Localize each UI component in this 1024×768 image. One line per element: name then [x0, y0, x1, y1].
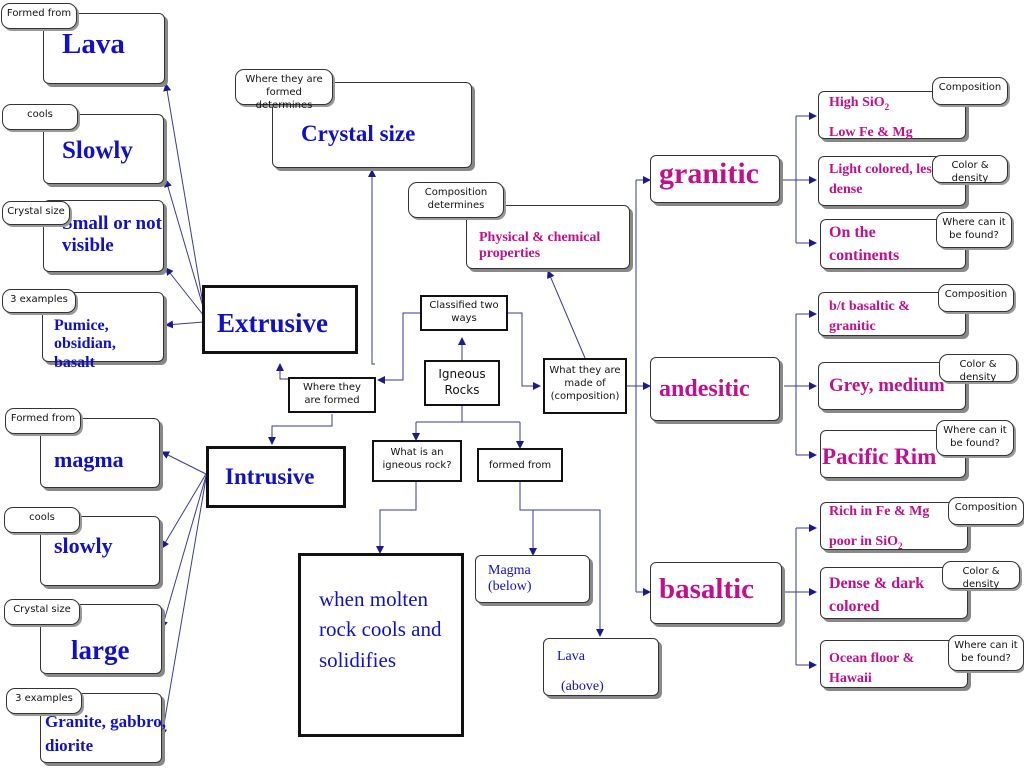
classified-two-ways-label: Classified two ways — [429, 300, 499, 324]
composition-determines-label: Composition determines — [408, 182, 504, 218]
granitic-title: granitic — [659, 157, 759, 190]
magma-below-node[interactable]: Magma (below) — [475, 555, 590, 603]
formed-from-node[interactable]: formed from — [477, 448, 563, 482]
basaltic-location-text: Ocean floor & Hawaii — [829, 651, 915, 686]
granitic-location-text: On the continents — [829, 224, 900, 265]
basaltic-location-label: Where can it be found? — [948, 635, 1024, 671]
basaltic-color-label: Color & density — [942, 561, 1020, 590]
magma-below-text: Magma (below) — [488, 563, 532, 595]
physical-chemical-text: Physical & chemical properties — [479, 230, 601, 262]
crystal-size-node[interactable]: Crystal size — [272, 82, 472, 168]
basaltic-composition-label: Composition — [948, 497, 1024, 525]
basaltic-composition-line1: Rich in Fe & Mg — [829, 504, 930, 519]
basaltic-composition-l2: poor in SiO — [829, 534, 898, 549]
lava-above-text-1: Lava — [557, 649, 585, 664]
igneous-rocks-label: Igneous Rocks — [438, 367, 486, 397]
intrusive-examples-text: Granite, gabbro, diorite — [45, 712, 167, 755]
extrusive-slowly-text: Slowly — [62, 137, 133, 164]
andesitic-color-label: Color & density — [939, 354, 1017, 383]
lava-above-node[interactable]: Lava (above) — [543, 638, 659, 696]
what-is-igneous-label: What is an igneous rock? — [382, 447, 452, 471]
lava-above-text-2: (above) — [561, 679, 604, 694]
basaltic-location-node[interactable]: Ocean floor & Hawaii — [820, 640, 968, 688]
basaltic-color-text: Dense & dark colored — [829, 575, 925, 616]
intrusive-magma-text: magma — [54, 447, 124, 472]
intrusive-cools-label: cools — [4, 507, 80, 533]
extrusive-examples-label: 3 examples — [2, 289, 76, 313]
basaltic-composition-sub: 2 — [898, 540, 903, 551]
granitic-node[interactable]: granitic — [650, 155, 780, 203]
intrusive-title: Intrusive — [225, 464, 315, 489]
extrusive-crystal-text: Small or not visible — [62, 213, 162, 256]
what-made-of-node[interactable]: What they are made of (composition) — [543, 358, 627, 414]
extrusive-crystal-size-label: Crystal size — [2, 201, 70, 225]
basaltic-composition-node[interactable]: Rich in Fe & Mg poor in SiO2 — [820, 502, 968, 551]
granitic-color-text: Light colored, less dense — [829, 162, 938, 198]
extrusive-examples-text: Pumice, obsidian, basalt — [54, 317, 116, 371]
where-formed-node[interactable]: Where they are formed — [288, 377, 376, 413]
extrusive-title: Extrusive — [217, 308, 328, 338]
andesitic-composition-label: Composition — [938, 284, 1014, 312]
basaltic-title: basaltic — [659, 573, 755, 605]
andesitic-title: andesitic — [659, 376, 750, 402]
definition-node[interactable]: when molten rock cools and solidifies — [298, 553, 464, 737]
granitic-composition-line2: Low Fe & Mg — [829, 125, 913, 140]
extrusive-cools-label: cools — [2, 104, 78, 130]
granitic-composition-label: Composition — [932, 77, 1008, 105]
basaltic-color-node[interactable]: Dense & dark colored — [820, 567, 968, 619]
igneous-rocks-node[interactable]: Igneous Rocks — [424, 360, 500, 406]
intrusive-node[interactable]: Intrusive — [206, 446, 346, 508]
intrusive-crystal-size-label: Crystal size — [4, 599, 80, 625]
basaltic-node[interactable]: basaltic — [650, 562, 782, 624]
formed-from-label: formed from — [488, 460, 552, 471]
what-made-of-label: What they are made of (composition) — [549, 365, 621, 402]
intrusive-slowly-text: slowly — [54, 533, 113, 558]
granitic-composition-line1: High SiO2 — [829, 95, 889, 112]
granitic-location-label: Where can it be found? — [936, 212, 1012, 248]
classified-two-ways-node[interactable]: Classified two ways — [420, 295, 508, 331]
intrusive-formed-from-label: Formed from — [5, 408, 81, 434]
where-formed-determines-label: Where they are formed determines — [235, 69, 333, 111]
andesitic-color-text: Grey, medium — [829, 375, 945, 396]
basaltic-composition-line2: poor in SiO2 — [829, 534, 903, 551]
granitic-composition-node[interactable]: High SiO2 Low Fe & Mg — [818, 91, 966, 140]
andesitic-node[interactable]: andesitic — [650, 357, 780, 421]
where-formed-label: Where they are formed — [303, 382, 361, 406]
andesitic-location-text: Pacific Rim — [822, 444, 937, 469]
intrusive-examples-label: 3 examples — [6, 688, 82, 714]
extrusive-lava-text: Lava — [62, 28, 125, 60]
extrusive-formed-from-label: Formed from — [1, 3, 77, 29]
andesitic-composition-text: b/t basaltic & granitic — [829, 299, 910, 334]
crystal-size-text: Crystal size — [301, 121, 416, 146]
extrusive-node[interactable]: Extrusive — [202, 285, 358, 354]
granitic-composition-sub: 2 — [884, 101, 890, 112]
definition-text: when molten rock cools and solidifies — [319, 587, 442, 672]
andesitic-location-label: Where can it be found? — [936, 420, 1014, 456]
what-is-igneous-node[interactable]: What is an igneous rock? — [372, 440, 462, 482]
granitic-composition-l1: High SiO — [829, 95, 885, 110]
granitic-color-label: Color & density — [932, 155, 1008, 184]
intrusive-large-text: large — [71, 635, 130, 665]
